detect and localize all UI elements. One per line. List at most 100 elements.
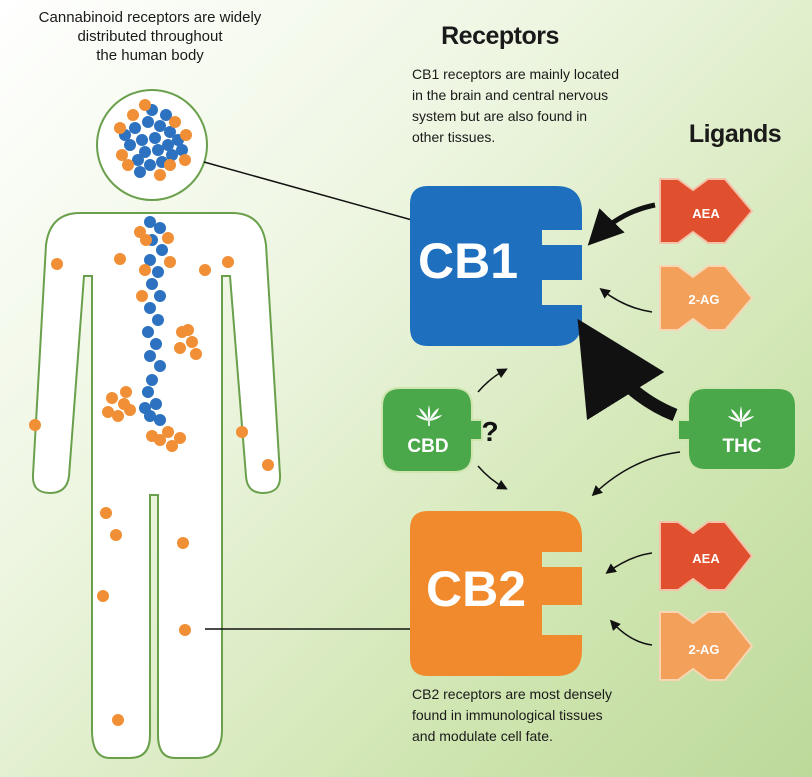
arrow-aea-to-cb2 (605, 552, 653, 574)
cb1-receptor-dot (142, 386, 154, 398)
cb1-desc-line-1: CB1 receptors are mainly located (412, 66, 619, 82)
cb2-receptor (410, 511, 582, 676)
cb2-receptor-dot (177, 537, 189, 549)
cb2-label: CB2 (426, 561, 526, 617)
cb1-receptor-dot (150, 398, 162, 410)
cb2-receptor-dot (169, 116, 181, 128)
arrow-2ag-to-cb1 (599, 288, 653, 313)
cb1-receptor-dot (142, 326, 154, 338)
cb1-description: CB1 receptors are mainly located in the … (412, 64, 647, 148)
cb1-receptor-dot (146, 374, 158, 386)
cb2-desc-line-3: and modulate cell fate. (412, 728, 553, 744)
cb2-receptor-dot (182, 324, 194, 336)
cb2-receptor-dot (120, 386, 132, 398)
cb2-receptor-dot (114, 122, 126, 134)
thc-label: THC (722, 436, 761, 457)
cb2-receptor-dot (162, 232, 174, 244)
cb1-receptor-dot (150, 338, 162, 350)
cb2-receptor-dot (146, 430, 158, 442)
arrow-thc-to-cb2 (591, 451, 681, 497)
cb2-receptor-dot (162, 426, 174, 438)
cb2-receptor-dot (174, 432, 186, 444)
cb2-receptor-dot (112, 714, 124, 726)
cbd-label: CBD (407, 436, 448, 457)
cb2-receptor-dot (222, 256, 234, 268)
arrow-cbd-to-cb1 (477, 368, 508, 393)
cb2-receptor-dot (139, 99, 151, 111)
arrow-thc-to-cb1 (577, 318, 678, 422)
cb2-receptor-dot (122, 159, 134, 171)
cb1-receptor-dot (160, 109, 172, 121)
aea-ligand-bottom (659, 521, 754, 591)
cb1-receptor-dot (129, 122, 141, 134)
cb1-receptor-dot (154, 222, 166, 234)
cb1-receptor-dot (144, 254, 156, 266)
cb1-receptor-dot (152, 266, 164, 278)
cb2-description: CB2 receptors are most densely found in … (412, 684, 662, 747)
cb1-desc-line-2: in the brain and central nervous (412, 87, 609, 103)
cb2-receptor-dot (97, 590, 109, 602)
cb1-receptor-dot (176, 144, 188, 156)
cb2-receptor-dot (114, 253, 126, 265)
cb1-receptor-dot (162, 139, 174, 151)
cb1-receptor-dot (166, 149, 178, 161)
cb2-receptor-dot (164, 256, 176, 268)
cb1-receptor-dot (164, 126, 176, 138)
cb1-desc-line-4: other tissues. (412, 129, 496, 145)
cb1-receptor-dot (154, 120, 166, 132)
cb2-receptor-dot (139, 264, 151, 276)
cb2-receptor-dot (136, 290, 148, 302)
cb1-label: CB1 (418, 233, 518, 289)
cb2-receptor-dot (179, 154, 191, 166)
cb1-receptor-dot (154, 290, 166, 302)
cb2-receptor-dot (179, 624, 191, 636)
cb2-receptor-dot (116, 149, 128, 161)
cb2-receptor-dot (166, 440, 178, 452)
cb1-receptor-dot (156, 244, 168, 256)
cb2-receptor-dot (186, 336, 198, 348)
cbd-ligand (381, 387, 483, 473)
cb2-desc-line-1: CB2 receptors are most densely (412, 686, 612, 702)
cb1-desc-line-3: system but are also found in (412, 108, 588, 124)
body-inner-outline (91, 276, 223, 440)
two-ag-ligand-top (659, 265, 754, 331)
brain-to-cb1-connector (203, 161, 413, 221)
cb1-receptor-dot (124, 139, 136, 151)
cb1-receptor-dot (149, 132, 161, 144)
arrow-2ag-to-cb2 (609, 619, 653, 646)
two-ag-label-top: 2-AG (688, 292, 719, 307)
cb2-receptor-dot (106, 392, 118, 404)
receptor-dots (29, 99, 274, 726)
cb2-receptor-dot (102, 406, 114, 418)
cb2-receptor-dot (100, 507, 112, 519)
cb1-receptor-dot (132, 154, 144, 166)
cb2-receptor-dot (180, 129, 192, 141)
cb1-receptor-dot (136, 134, 148, 146)
cb2-receptor-dot (164, 159, 176, 171)
cb2-receptor-dot (190, 348, 202, 360)
aea-label-top: AEA (692, 206, 720, 221)
cb2-receptor-dot (236, 426, 248, 438)
cb2-receptor-dot (262, 459, 274, 471)
cb2-receptor-dot (112, 410, 124, 422)
cb1-receptor-dot (139, 402, 151, 414)
cb1-receptor-dot (144, 350, 156, 362)
arrow-aea-to-cb1 (587, 202, 656, 246)
cb1-receptor-dot (154, 360, 166, 372)
aea-label-bottom: AEA (692, 551, 720, 566)
cb1-receptor-dot (144, 216, 156, 228)
cb2-receptor-dot (127, 109, 139, 121)
cb2-receptor-dot (29, 419, 41, 431)
caption-line-2: distributed throughout (77, 28, 223, 45)
cb1-receptor-dot (152, 144, 164, 156)
cb1-receptor (410, 186, 582, 346)
ligands-heading: Ligands (688, 120, 782, 148)
cb2-receptor-dot (154, 169, 166, 181)
human-body-silhouette (31, 212, 282, 759)
cb2-receptor-dot (199, 264, 211, 276)
two-ag-ligand-bottom (659, 611, 754, 681)
cb1-receptor-dot (154, 414, 166, 426)
aea-ligand-top (659, 178, 754, 244)
cb1-receptor-dot (146, 278, 158, 290)
